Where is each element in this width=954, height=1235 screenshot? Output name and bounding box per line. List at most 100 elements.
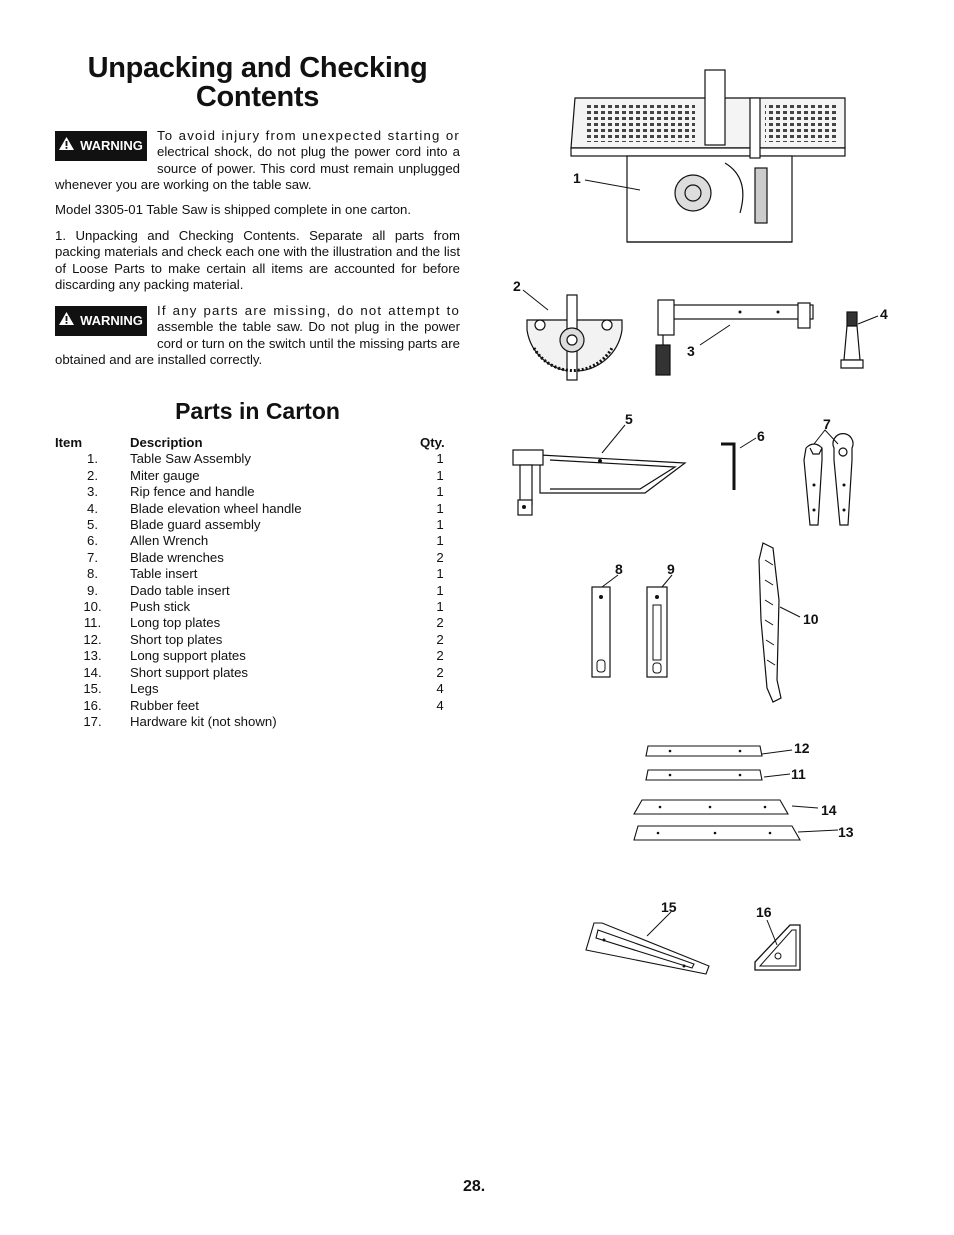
leader-line-1 [584, 179, 641, 191]
row-qty: 1 [436, 599, 444, 615]
figure-label-4: 4 [880, 306, 888, 322]
leader-line-7 [813, 429, 839, 445]
header-item: Item [55, 435, 83, 450]
leader-line-13 [797, 829, 839, 833]
leader-line-16 [766, 919, 778, 946]
leader-line-10 [779, 606, 801, 618]
row-description: Dado table insert [130, 582, 230, 598]
parts-heading: Parts in Carton [175, 398, 340, 424]
long-support-plate [633, 825, 801, 841]
page-title: Unpacking and Checking Contents [87, 52, 428, 113]
row-qty: 1 [436, 582, 444, 598]
row-qty: 1 [436, 517, 444, 533]
row-qty: 1 [436, 533, 444, 549]
warning-2-text-rest: assemble the table saw. Do not plug in t… [55, 319, 460, 368]
plates-drawing [633, 745, 801, 841]
row-qty: 1 [436, 451, 444, 467]
leader-line-11 [763, 773, 791, 778]
row-item: 13. [83, 648, 102, 664]
row-item: 5. [87, 517, 98, 533]
row-item: 1. [87, 451, 98, 467]
leader-line-2 [522, 289, 549, 311]
legs-drawing [585, 922, 710, 975]
row-description: Legs [130, 681, 159, 697]
figure-label-11: 11 [791, 766, 806, 782]
row-description: Long top plates [130, 615, 221, 631]
table-row: 9. Dado table insert 1 [55, 583, 460, 599]
figure-label-15: 15 [661, 899, 677, 915]
table-row: 17.Hardware kit (not shown) [55, 714, 460, 730]
leader-line-6 [739, 437, 757, 449]
allen-wrench-drawing [721, 442, 736, 490]
row-item: 11. [83, 615, 102, 631]
row-description: Long support plates [130, 648, 246, 664]
figure-label-1: 1 [573, 170, 581, 186]
page-number: 28. [463, 1178, 486, 1195]
row-qty: 4 [436, 697, 444, 713]
leader-line-5 [601, 424, 626, 454]
figure-label-13: 13 [838, 824, 854, 840]
row-qty: 1 [436, 484, 444, 500]
short-top-plate [645, 745, 763, 757]
row-item: 10. [83, 599, 102, 615]
leader-line-15 [646, 911, 672, 937]
leader-line-9 [661, 574, 673, 588]
figure-label-12: 12 [794, 740, 810, 756]
row-item: 14. [83, 664, 102, 680]
figure-label-7: 7 [823, 416, 831, 432]
long-top-plate [645, 769, 763, 781]
model-note: Model 3305-01 Table Saw is shipped compl… [55, 202, 412, 217]
row-description: Rip fence and handle [130, 484, 255, 500]
figure-label-5: 5 [625, 411, 633, 427]
rip-fence-drawing [655, 299, 814, 376]
figure-label-10: 10 [803, 611, 819, 627]
miter-gauge-drawing [526, 294, 623, 381]
row-qty: 1 [436, 500, 444, 516]
row-description: Miter gauge [130, 467, 200, 483]
row-item: 4. [87, 500, 98, 516]
header-qty: Qty. [420, 435, 445, 450]
warning-2-text-first: If any parts are missing, do not attempt… [157, 303, 460, 318]
leader-line-12 [761, 749, 793, 755]
row-item: 2. [87, 467, 98, 483]
row-qty: 4 [436, 681, 444, 697]
leader-line-4 [857, 315, 879, 325]
table-insert-drawing [591, 586, 611, 678]
figure-label-2: 2 [513, 278, 521, 294]
row-item: 12. [83, 631, 102, 647]
row-qty: 1 [436, 467, 444, 483]
leader-line-3 [699, 324, 731, 346]
table-row: 16. Rubber feet 4 [55, 698, 460, 714]
row-description: Hardware kit (not shown) [130, 713, 277, 729]
figure-label-8: 8 [615, 561, 623, 577]
warning-triangle-icon [59, 312, 75, 329]
row-description: Rubber feet [130, 697, 199, 713]
leader-line-14 [791, 805, 819, 809]
row-item: 16. [83, 697, 102, 713]
row-qty: 1 [436, 566, 444, 582]
warning-1-text-first: To avoid injury from unexpected starting… [157, 128, 460, 143]
row-item: 9. [87, 582, 98, 598]
row-qty: 2 [436, 549, 444, 565]
warning-block-2: WARNING If any parts are missing, do not… [55, 303, 460, 369]
table-saw-drawing [570, 69, 846, 243]
row-description: Table insert [130, 566, 198, 582]
row-qty: 2 [436, 664, 444, 680]
table-row: 2. Miter gauge 1 [55, 468, 460, 484]
figure-label-14: 14 [821, 802, 837, 818]
warning-badge: WARNING [55, 131, 147, 161]
row-description: Push stick [130, 599, 191, 615]
leader-line-8 [601, 574, 619, 588]
